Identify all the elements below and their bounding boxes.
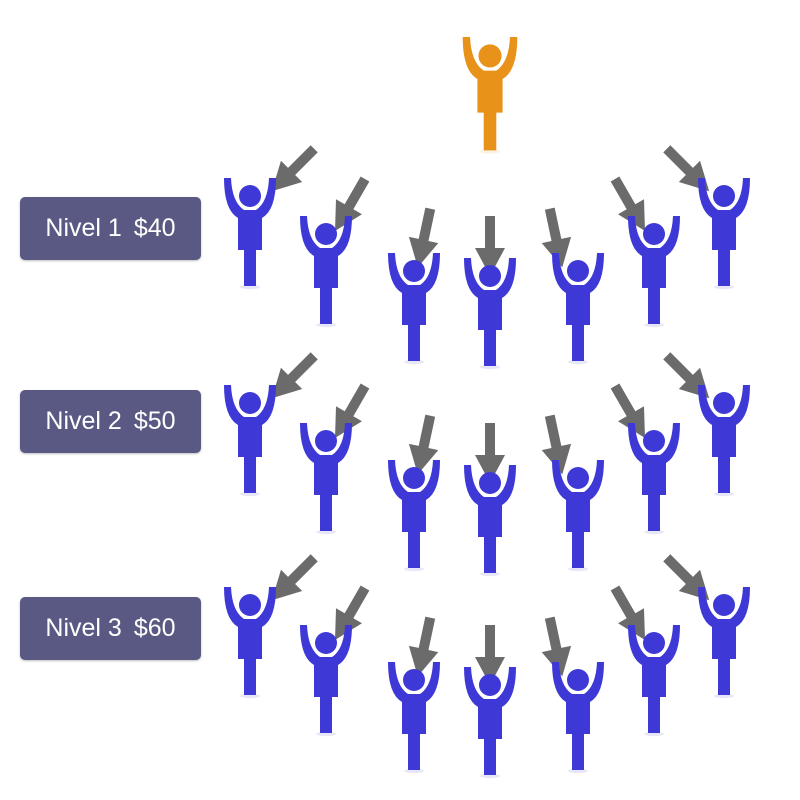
level-3-name: Nivel 3 bbox=[45, 614, 122, 642]
level-3-amount: $60 bbox=[133, 614, 176, 642]
leader-person-icon bbox=[462, 37, 518, 154]
level-1-amount: $40 bbox=[133, 214, 176, 242]
level-3-member-icon bbox=[698, 587, 750, 699]
level-1-member-icon bbox=[300, 216, 352, 328]
level-2-name: Nivel 2 bbox=[45, 407, 122, 435]
level-1-member-icon bbox=[464, 258, 516, 370]
level-2-amount: $50 bbox=[133, 407, 176, 435]
down-arrow-icon bbox=[656, 345, 720, 409]
level-3-member-icon bbox=[464, 667, 516, 779]
level-2-member-icon bbox=[388, 460, 440, 572]
level-3-member-icon bbox=[224, 587, 276, 699]
level-3-label: Nivel 3 $60 bbox=[20, 597, 201, 660]
level-1-member-icon bbox=[628, 216, 680, 328]
level-1-member-icon bbox=[224, 178, 276, 290]
level-2-member-icon bbox=[552, 460, 604, 572]
level-2-label: Nivel 2 $50 bbox=[20, 390, 201, 453]
level-1-label: Nivel 1 $40 bbox=[20, 197, 201, 260]
down-arrow-icon bbox=[656, 138, 720, 202]
level-2-member-icon bbox=[300, 423, 352, 535]
level-1-member-icon bbox=[552, 253, 604, 365]
level-1-member-icon bbox=[698, 178, 750, 290]
level-2-member-icon bbox=[464, 465, 516, 577]
level-2-member-icon bbox=[698, 385, 750, 497]
level-1-name: Nivel 1 bbox=[45, 214, 122, 242]
down-arrow-icon bbox=[656, 547, 720, 611]
level-2-member-icon bbox=[224, 385, 276, 497]
level-1-member-icon bbox=[388, 253, 440, 365]
level-3-member-icon bbox=[388, 662, 440, 774]
level-2-member-icon bbox=[628, 423, 680, 535]
level-3-member-icon bbox=[628, 625, 680, 737]
level-3-member-icon bbox=[552, 662, 604, 774]
level-3-member-icon bbox=[300, 625, 352, 737]
